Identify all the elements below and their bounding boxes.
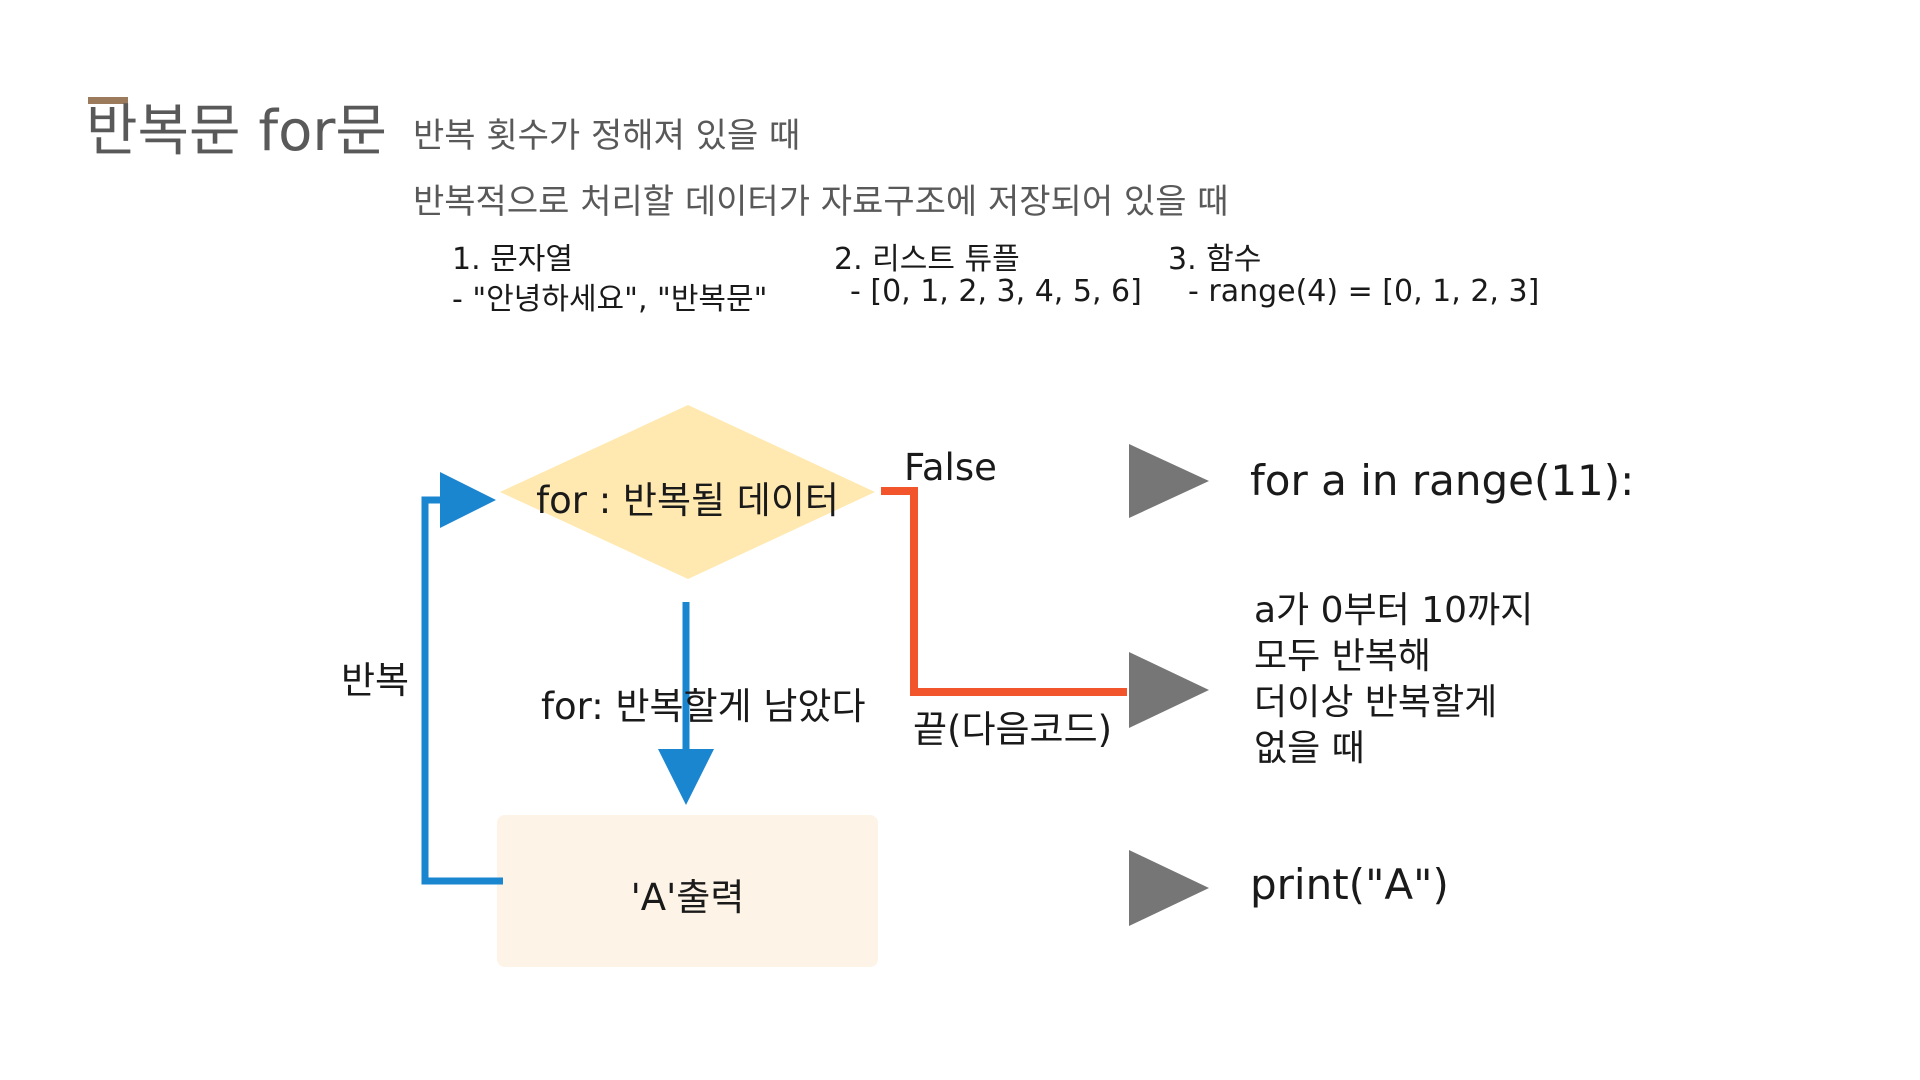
loop-label: 반복 <box>341 659 410 702</box>
slide-title: 반복문 for문 <box>86 99 387 164</box>
code-line-print: print("A") <box>1250 860 1449 909</box>
end-label: 끝(다음코드) <box>913 708 1113 751</box>
decision-label: for : 반복될 데이터 <box>536 479 839 522</box>
play-triangle-icon <box>1129 444 1209 518</box>
code-description: a가 0부터 10까지 모두 반복해 더이상 반복할게 없을 때 <box>1254 588 1533 772</box>
subtitle-data-structure: 반복적으로 처리할 데이터가 자료구조에 저장되어 있을 때 <box>413 182 1229 222</box>
play-triangle-icon <box>1129 850 1209 926</box>
code-line-for: for a in range(11): <box>1250 456 1635 505</box>
false-label: False <box>904 446 997 489</box>
false-branch-connector <box>881 487 1127 696</box>
loop-back-connector <box>421 472 503 885</box>
code-description-line: 모두 반복해 <box>1254 636 1432 677</box>
code-description-line: 없을 때 <box>1254 728 1365 769</box>
code-description-line: a가 0부터 10까지 <box>1254 590 1534 631</box>
subtitle-fixed-count: 반복 횟수가 정해져 있을 때 <box>413 116 801 156</box>
example-value-function: - range(4) = [0, 1, 2, 3] <box>1188 274 1540 309</box>
decision-diamond <box>500 405 875 579</box>
process-label: 'A'출력 <box>630 876 745 919</box>
title-accent-bar <box>88 97 128 104</box>
play-triangle-icon <box>1129 652 1209 728</box>
example-value-list: - [0, 1, 2, 3, 4, 5, 6] <box>850 274 1142 309</box>
example-heading-function: 3. 함수 <box>1168 242 1262 277</box>
process-box <box>497 815 878 967</box>
true-branch-label: for: 반복할게 남았다 <box>541 685 866 728</box>
example-heading-string: 1. 문자열 <box>452 242 573 277</box>
example-heading-list: 2. 리스트 튜플 <box>834 242 1020 277</box>
code-description-line: 더이상 반복할게 <box>1254 682 1498 723</box>
example-value-string: - "안녕하세요", "반복문" <box>452 282 768 317</box>
